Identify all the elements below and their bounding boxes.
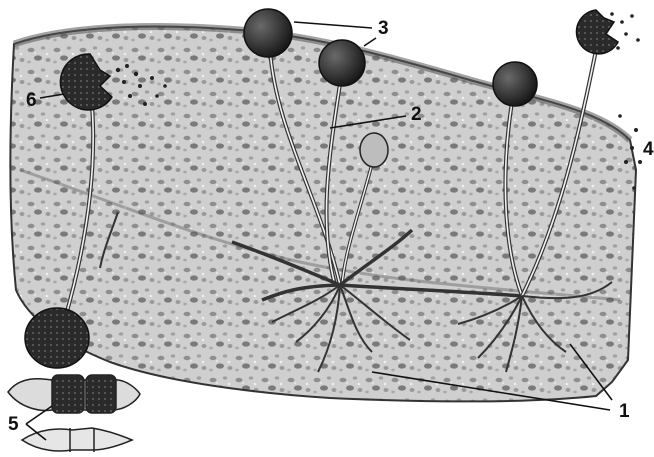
label-3: 3 bbox=[378, 19, 389, 38]
label-6: 6 bbox=[26, 91, 37, 110]
sporangium-right-1 bbox=[493, 62, 537, 106]
bursting-sporangium-right bbox=[576, 10, 618, 54]
sporangium-3a bbox=[244, 9, 292, 57]
zygospore-stages-5 bbox=[8, 375, 140, 452]
label-5: 5 bbox=[8, 415, 19, 434]
young-sporangium bbox=[360, 133, 388, 167]
zygospore-cluster bbox=[25, 308, 89, 368]
label-2: 2 bbox=[411, 105, 422, 124]
sporangium-3b bbox=[319, 40, 365, 86]
label-1: 1 bbox=[619, 402, 630, 421]
label-4: 4 bbox=[643, 140, 654, 159]
